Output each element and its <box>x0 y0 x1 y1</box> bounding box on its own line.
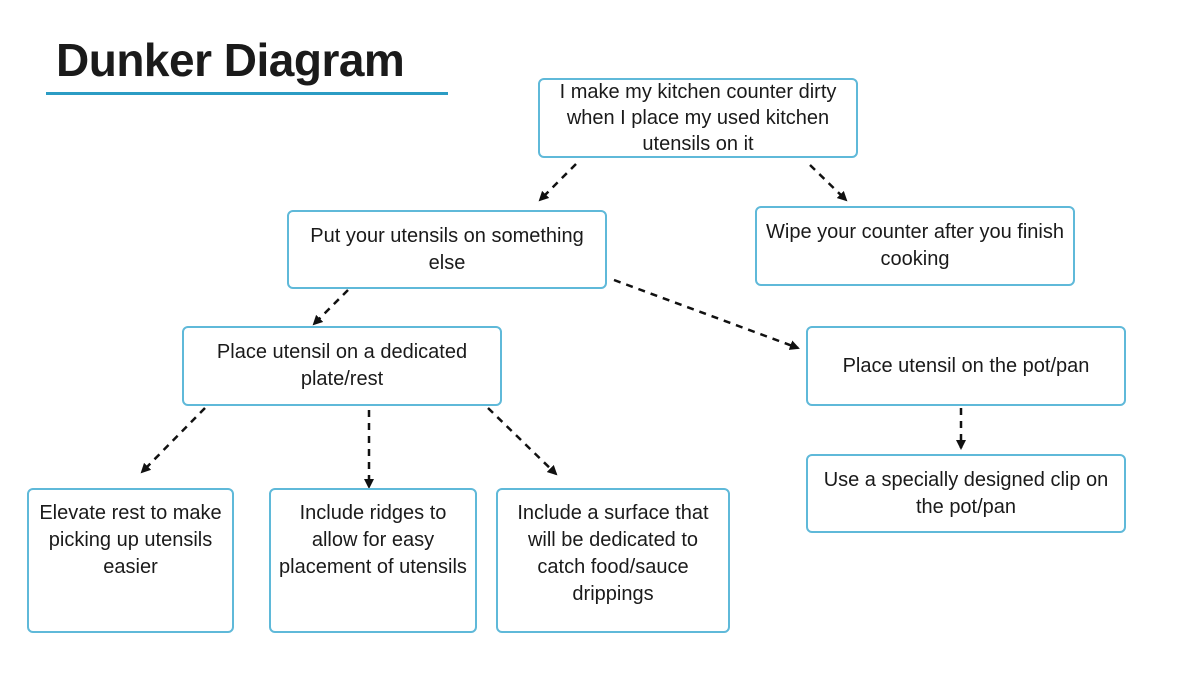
node-ridges-text: Include ridges to allow for easy placeme… <box>279 502 467 578</box>
node-wipe-counter-text: Wipe your counter after you finish cooki… <box>766 221 1064 270</box>
edge-put-elsewhere-to-on-pot <box>613 278 800 350</box>
diagram-title: Dunker Diagram <box>56 34 405 86</box>
node-wipe-counter: Wipe your counter after you finish cooki… <box>755 206 1075 286</box>
node-clip: Use a specially designed clip on the pot… <box>806 454 1126 533</box>
node-drip-surface-text: Include a surface that will be dedicated… <box>517 502 709 605</box>
node-put-elsewhere: Put your utensils on something else <box>287 210 607 289</box>
node-ridges: Include ridges to allow for easy placeme… <box>269 488 477 633</box>
edge-dedicated-rest-to-drip-surface <box>487 407 558 476</box>
node-elevate-rest-text: Elevate rest to make picking up utensils… <box>39 502 222 578</box>
node-on-pot-text: Place utensil on the pot/pan <box>842 354 1090 377</box>
node-on-pot: Place utensil on the pot/pan <box>806 326 1126 406</box>
edge-root-to-put-elsewhere <box>538 163 577 202</box>
node-dedicated-rest: Place utensil on a dedicated plate/rest <box>182 326 502 406</box>
edge-root-to-wipe-counter <box>809 164 848 202</box>
node-root: I make my kitchen counter dirty when I p… <box>538 78 858 158</box>
node-clip-text: Use a specially designed clip on the pot… <box>823 468 1109 518</box>
node-drip-surface: Include a surface that will be dedicated… <box>496 488 730 633</box>
node-elevate-rest: Elevate rest to make picking up utensils… <box>27 488 234 633</box>
edge-dedicated-rest-to-elevate <box>140 407 206 474</box>
edge-put-elsewhere-to-dedicated-rest <box>312 289 349 326</box>
node-dedicated-rest-text: Place utensil on a dedicated plate/rest <box>216 341 468 390</box>
node-put-elsewhere-text: Put your utensils on something else <box>310 224 584 274</box>
node-root-text: I make my kitchen counter dirty when I p… <box>559 81 837 155</box>
title-underline <box>46 92 448 95</box>
